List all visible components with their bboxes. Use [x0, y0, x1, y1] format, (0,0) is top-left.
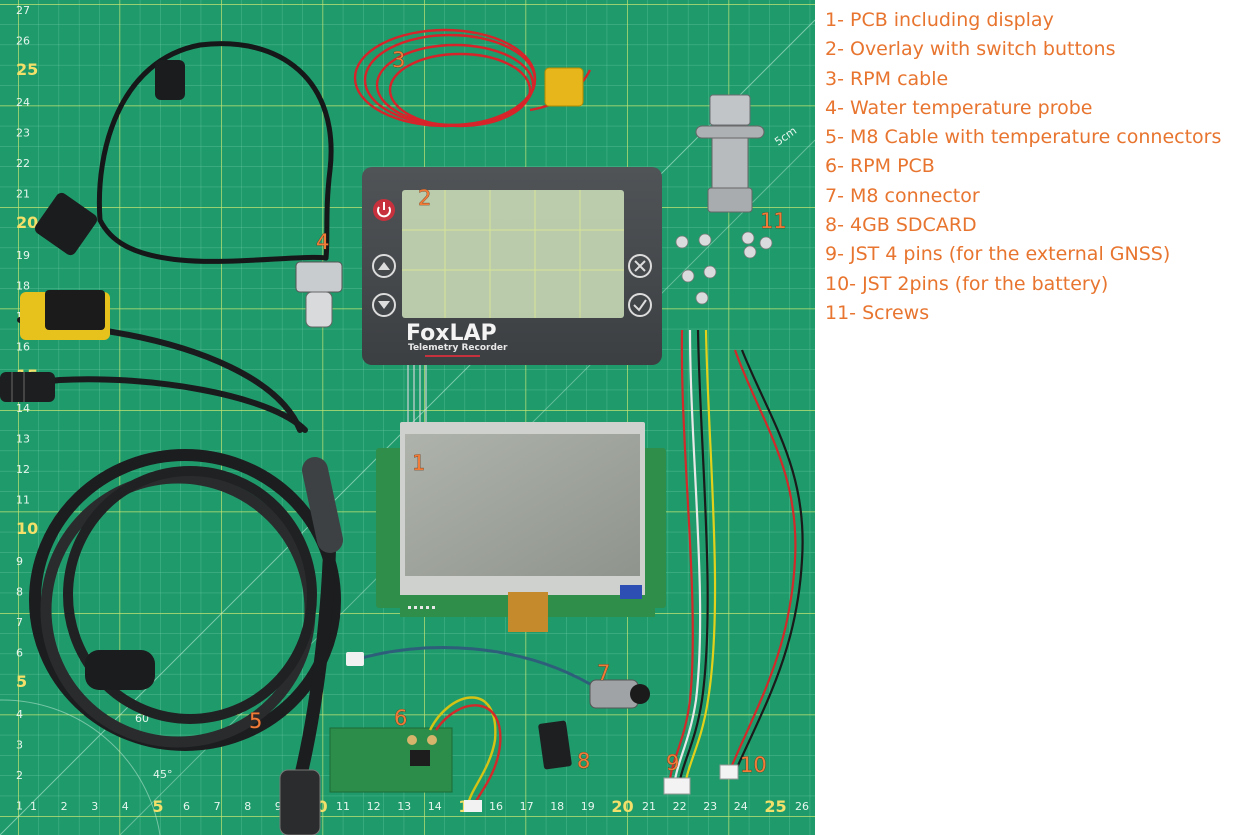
ruler-bottom-number: 8: [244, 800, 251, 813]
legend-item: 1- PCB including display: [825, 9, 1054, 31]
ruler-left-number: 26: [16, 35, 30, 48]
ruler-bottom-number: 26: [795, 800, 809, 813]
ruler-left-number: 9: [16, 555, 23, 568]
ruler-bottom-number: 22: [673, 800, 687, 813]
display-pcb: [376, 422, 666, 632]
ruler-left-number: 13: [16, 432, 30, 445]
ruler-bottom-number: 14: [428, 800, 442, 813]
ruler-left-number: 16: [16, 341, 30, 354]
ruler-bottom-number: 4: [122, 800, 129, 813]
ruler-bottom-number: 17: [520, 800, 534, 813]
legend-item: 11- Screws: [825, 301, 930, 324]
ruler-left-number: 3: [16, 738, 23, 751]
photo-label-9: 9: [666, 751, 679, 775]
photo-label-5: 5: [249, 709, 262, 733]
ruler-bottom-number: 16: [489, 800, 503, 813]
ruler-left-number: 19: [16, 249, 30, 262]
ruler-bottom-number: 13: [397, 800, 411, 813]
ruler-bottom-number: 1: [30, 800, 37, 813]
jst-cables: [663, 329, 804, 795]
ruler-left-number: 1: [16, 800, 23, 813]
photo-label-1: 1: [412, 451, 425, 475]
ruler-left-number: 20: [16, 213, 38, 232]
ruler-left-number: 7: [16, 616, 23, 629]
rpm-pcb: [329, 696, 502, 812]
legend-item: 6- RPM PCB: [825, 155, 935, 178]
parts-legend: 1- PCB including display 2- Overlay with…: [825, 6, 1245, 328]
water-temperature-probe: [295, 261, 343, 328]
ruler-bottom-number: 5: [152, 797, 163, 816]
angle-45-label: 45°: [153, 768, 173, 781]
temperature-connector-black: [0, 372, 55, 402]
legend-item: 9- JST 4 pins (for the external GNSS): [825, 243, 1171, 266]
ruler-left-number: 10: [16, 519, 38, 538]
ruler-left-number: 12: [16, 463, 30, 476]
ruler-bottom-number: 12: [367, 800, 381, 813]
photo-label-6: 6: [394, 706, 407, 730]
overlay-panel: FoxLAP Telemetry Recorder: [362, 167, 662, 430]
ruler-left-number: 4: [16, 708, 23, 721]
legend-item: 7- M8 connector: [825, 184, 980, 207]
legend-item: 2- Overlay with switch buttons: [825, 38, 1116, 61]
ruler-left-number: 8: [16, 585, 23, 598]
legend-item: 10- JST 2pins (for the battery): [825, 272, 1109, 295]
legend-item: 3- RPM cable: [825, 67, 949, 90]
ruler-left-number: 24: [16, 96, 30, 109]
ruler-bottom-number: 9: [275, 800, 282, 813]
legend-item: 4- Water temperature probe: [825, 96, 1093, 119]
photo-label-8: 8: [577, 749, 590, 773]
ruler-bottom-number: 2: [61, 800, 68, 813]
photo-label-4: 4: [316, 230, 329, 254]
sd-card: [538, 720, 572, 770]
m8-connector: [346, 646, 650, 709]
screws: [675, 94, 773, 305]
photo-label-2: 2: [418, 186, 431, 210]
ruler-bottom-number: 24: [734, 800, 748, 813]
ruler-bottom-number: 19: [581, 800, 595, 813]
overlay-subtitle: Telemetry Recorder: [408, 343, 508, 353]
ruler-bottom-number: 20: [611, 797, 633, 816]
ruler-left-number: 23: [16, 126, 30, 139]
ruler-bottom-number: 7: [214, 800, 221, 813]
sensor-cable-loop: [34, 41, 334, 264]
overlay-brand: FoxLAP: [406, 321, 497, 346]
photo-label-11: 11: [760, 209, 787, 233]
legend-item: 5- M8 Cable with temperature connectors: [825, 126, 1222, 149]
ruler-left-number: 27: [16, 4, 30, 17]
ruler-bottom-number: 21: [642, 800, 656, 813]
ruler-left-number: 18: [16, 279, 30, 292]
ruler-left-number: 22: [16, 157, 30, 170]
ruler-bottom-number: 25: [764, 797, 786, 816]
ruler-bottom-number: 3: [91, 800, 98, 813]
m8-cable: [7, 317, 343, 835]
legend-item: 8- 4GB SDCARD: [825, 214, 977, 237]
ruler-left-number: 6: [16, 647, 23, 660]
ruler-left-number: 5: [16, 672, 27, 691]
photo-label-3: 3: [392, 48, 405, 72]
cancel-x-icon: [628, 254, 652, 278]
ruler-bottom: 1234567891011121314151617181920212223242…: [30, 797, 809, 816]
photo-label-10: 10: [740, 753, 767, 777]
ruler-bottom-number: 11: [336, 800, 350, 813]
photo-label-7: 7: [597, 661, 610, 685]
product-photo: 1234567891011121314151617181920212223242…: [0, 0, 815, 835]
ruler-left-number: 11: [16, 494, 30, 507]
ruler-left-number: 25: [16, 60, 38, 79]
ruler-bottom-number: 23: [703, 800, 717, 813]
ruler-bottom-number: 6: [183, 800, 190, 813]
rpm-cable: [353, 28, 592, 128]
temperature-connector-yellow: [20, 290, 110, 340]
ruler-left-number: 21: [16, 188, 30, 201]
confirm-check-icon: [628, 293, 652, 317]
ruler-left-number: 14: [16, 402, 30, 415]
up-arrow-icon: [372, 254, 396, 278]
ruler-bottom-number: 18: [550, 800, 564, 813]
down-arrow-icon: [372, 293, 396, 317]
ruler-left-number: 2: [16, 769, 23, 782]
